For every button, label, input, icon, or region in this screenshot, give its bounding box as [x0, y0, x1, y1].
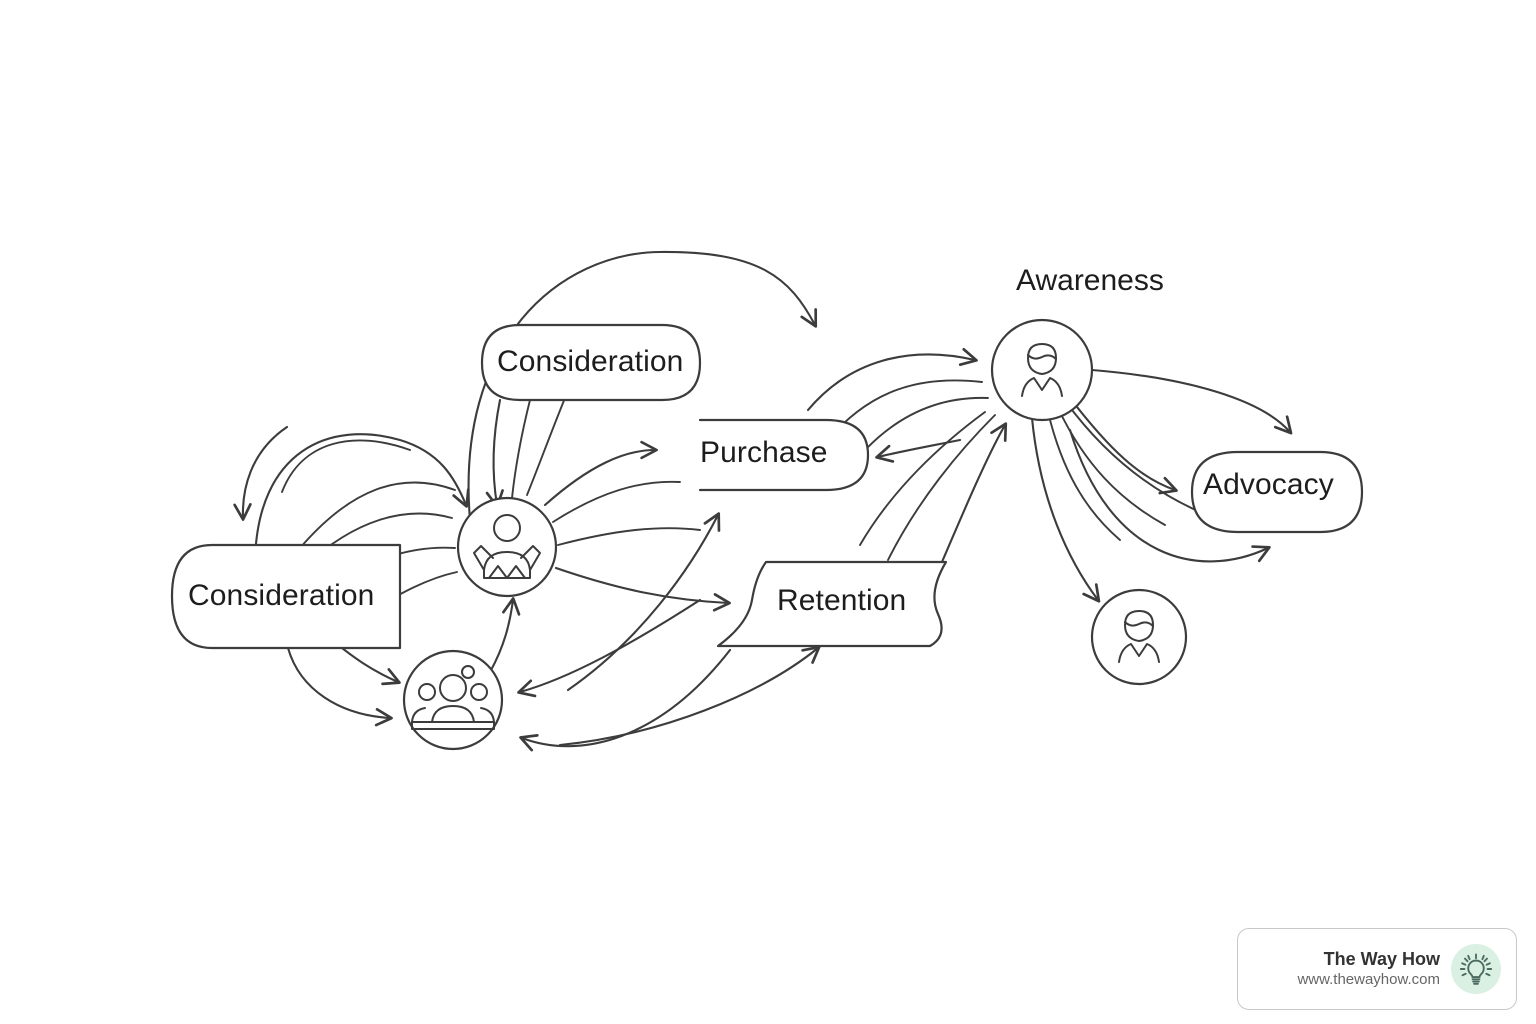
watermark-text: The Way How www.thewayhow.com: [1297, 948, 1440, 989]
node-consideration-top[interactable]: [480, 323, 702, 402]
watermark-url: www.thewayhow.com: [1297, 970, 1440, 988]
edge-success-to-retention: [554, 566, 731, 612]
edge-retention-to-awareness-2: [887, 414, 996, 561]
label-consideration-left: Consideration: [188, 579, 375, 612]
node-layer: [170, 323, 1364, 650]
edge-purchase-to-awareness-3: [847, 396, 989, 471]
label-retention: Retention: [777, 584, 907, 617]
watermark-brand: The Way How: [1323, 949, 1440, 970]
edge-group-to-retention: [558, 645, 821, 747]
edge-retention-to-group: [517, 598, 702, 698]
edge-consideration-left-arc-1: [253, 433, 470, 562]
edge-consideration-top-to-success-3: [526, 397, 566, 496]
node-consideration-left[interactable]: [170, 543, 402, 650]
edge-awareness-fan-2: [1057, 407, 1166, 526]
watermark-badge: The Way How www.thewayhow.com: [1237, 928, 1517, 1010]
label-purchase: Purchase: [700, 436, 828, 469]
edge-consideration-top-to-success-2: [511, 399, 531, 499]
edge-retention-bottom-to-group: [519, 648, 732, 752]
edge-awareness-to-advocacy-1: [1068, 396, 1178, 495]
edge-lower-arc-to-advocacy: [1068, 428, 1271, 563]
edge-success-to-purchase: [543, 440, 658, 507]
label-advocacy: Advocacy: [1203, 468, 1334, 501]
edge-awareness-fan-1: [1047, 411, 1121, 541]
person-raised-arms-icon: [473, 514, 541, 579]
edge-consideration-top-to-success-1: [485, 398, 504, 508]
edge-consideration-left-arc-2: [281, 439, 411, 493]
edge-awareness-to-purchase: [875, 438, 962, 463]
node-purchase[interactable]: [698, 418, 870, 492]
lightbulb-icon: [1451, 944, 1501, 994]
label-awareness: Awareness: [1016, 264, 1164, 297]
node-success-icon[interactable]: [456, 496, 558, 598]
label-consideration-top: Consideration: [497, 345, 684, 378]
person-avatar-icon: [1021, 343, 1063, 397]
node-advocacy[interactable]: [1190, 450, 1364, 534]
edge-consideration-left-to-group-2: [286, 646, 393, 727]
edge-awareness-to-customer: [1030, 416, 1101, 603]
edge-consideration-left-down-arrow: [233, 425, 289, 521]
edge-left-to-purchase-top-arc: [467, 250, 818, 522]
node-awareness-icon[interactable]: [990, 318, 1094, 422]
edge-awareness-arc-right: [1090, 368, 1293, 435]
edge-bottom-to-purchase: [566, 512, 721, 692]
people-group-icon: [411, 665, 495, 730]
edge-purchase-to-awareness-1: [806, 347, 978, 412]
node-customer-icon[interactable]: [1090, 588, 1188, 686]
edge-retention-to-awareness-3: [859, 411, 986, 546]
node-retention[interactable]: [716, 560, 948, 648]
node-group-icon[interactable]: [402, 649, 504, 751]
edge-fan-1: [299, 481, 456, 549]
edge-awareness-fan-3: [1065, 401, 1201, 513]
edge-success-to-purchase-3: [557, 527, 701, 546]
person-bust-icon: [1118, 610, 1160, 663]
edge-group-to-success: [488, 597, 521, 674]
edge-success-to-purchase-2: [552, 480, 681, 523]
